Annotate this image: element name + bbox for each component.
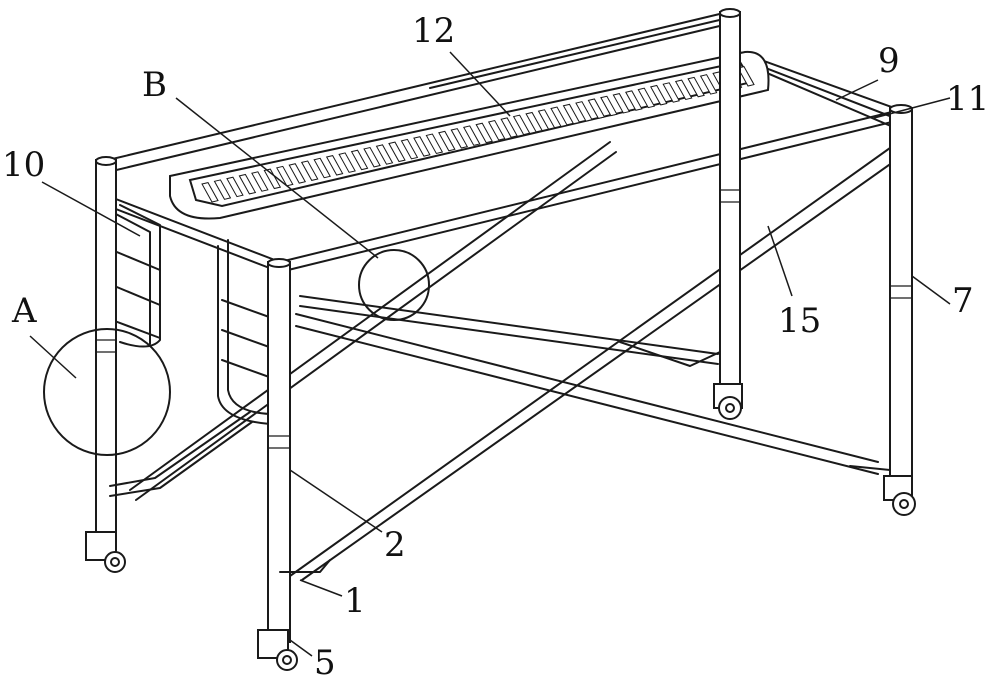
reference-labels: 1 2 5 7 9 10 11 12 15 A B: [2, 11, 989, 683]
deck-slat: [263, 168, 282, 190]
deck-slat: [737, 66, 755, 87]
deck-slat: [475, 122, 493, 144]
deck-slat: [276, 165, 294, 187]
label-12: 12: [412, 11, 455, 51]
deck-slat: [338, 152, 356, 173]
deck-slat: [487, 119, 506, 141]
label-11: 11: [946, 79, 989, 119]
caster-back-left: [713, 383, 743, 420]
left-ladder-frame: [111, 204, 273, 425]
post-back-right: [889, 107, 913, 479]
label-10: 10: [2, 145, 45, 185]
caster-front-left: [85, 531, 126, 573]
deck-slat: [251, 171, 269, 192]
label-15: 15: [778, 301, 821, 341]
deck-slat: [537, 109, 556, 130]
deck-slat: [463, 125, 481, 146]
deck-slat: [625, 90, 643, 111]
label-1: 1: [344, 581, 366, 621]
deck-slat: [600, 95, 618, 117]
caster-front-right: [257, 629, 298, 671]
deck-slat: [413, 136, 431, 157]
detail-circle-a: [43, 328, 171, 456]
deck-slat: [450, 128, 469, 149]
deck-slat: [687, 76, 705, 98]
deck-slats: [201, 66, 755, 203]
deck-slat: [500, 117, 518, 138]
deck-slat: [375, 144, 394, 165]
deck-slat: [699, 74, 718, 95]
label-9: 9: [878, 41, 900, 81]
deck-slat: [425, 133, 444, 155]
casters: [85, 383, 916, 671]
detail-circle-b: [358, 249, 430, 321]
platform-deck: [169, 50, 770, 220]
deck-slat: [400, 138, 419, 160]
deck-slat: [226, 176, 244, 198]
post-front-right: [267, 261, 291, 643]
deck-slat: [438, 130, 456, 152]
deck-slat: [587, 98, 606, 119]
label-b: B: [142, 65, 167, 105]
deck-slat: [238, 173, 257, 195]
label-5: 5: [314, 643, 336, 683]
deck-slat: [662, 82, 680, 103]
diagonal-braces: [129, 141, 897, 581]
deck-slat: [300, 160, 319, 181]
deck-slat: [213, 179, 232, 200]
label-7: 7: [952, 281, 974, 321]
deck-slat: [525, 111, 543, 133]
deck-slat: [313, 157, 331, 179]
deck-slat: [350, 149, 369, 171]
deck-slat: [363, 146, 381, 168]
deck-slat: [674, 79, 693, 101]
posts: [95, 8, 913, 643]
deck-slat: [388, 141, 406, 163]
deck-slat: [575, 101, 593, 122]
deck-slat: [550, 106, 568, 128]
deck-slat: [562, 103, 581, 125]
deck-slat: [612, 93, 631, 114]
bottom-braces: [109, 341, 891, 573]
top-rails: [107, 11, 901, 273]
deck-slat: [637, 87, 656, 109]
deck-slat: [649, 84, 668, 106]
deck-slat: [325, 155, 344, 176]
caster-back-right: [883, 475, 916, 516]
deck-slat: [288, 163, 307, 184]
label-2: 2: [384, 525, 406, 565]
label-a: A: [11, 291, 37, 331]
leader-lines: [29, 51, 951, 657]
deck-slat: [512, 114, 531, 136]
deck-slat: [201, 182, 219, 203]
